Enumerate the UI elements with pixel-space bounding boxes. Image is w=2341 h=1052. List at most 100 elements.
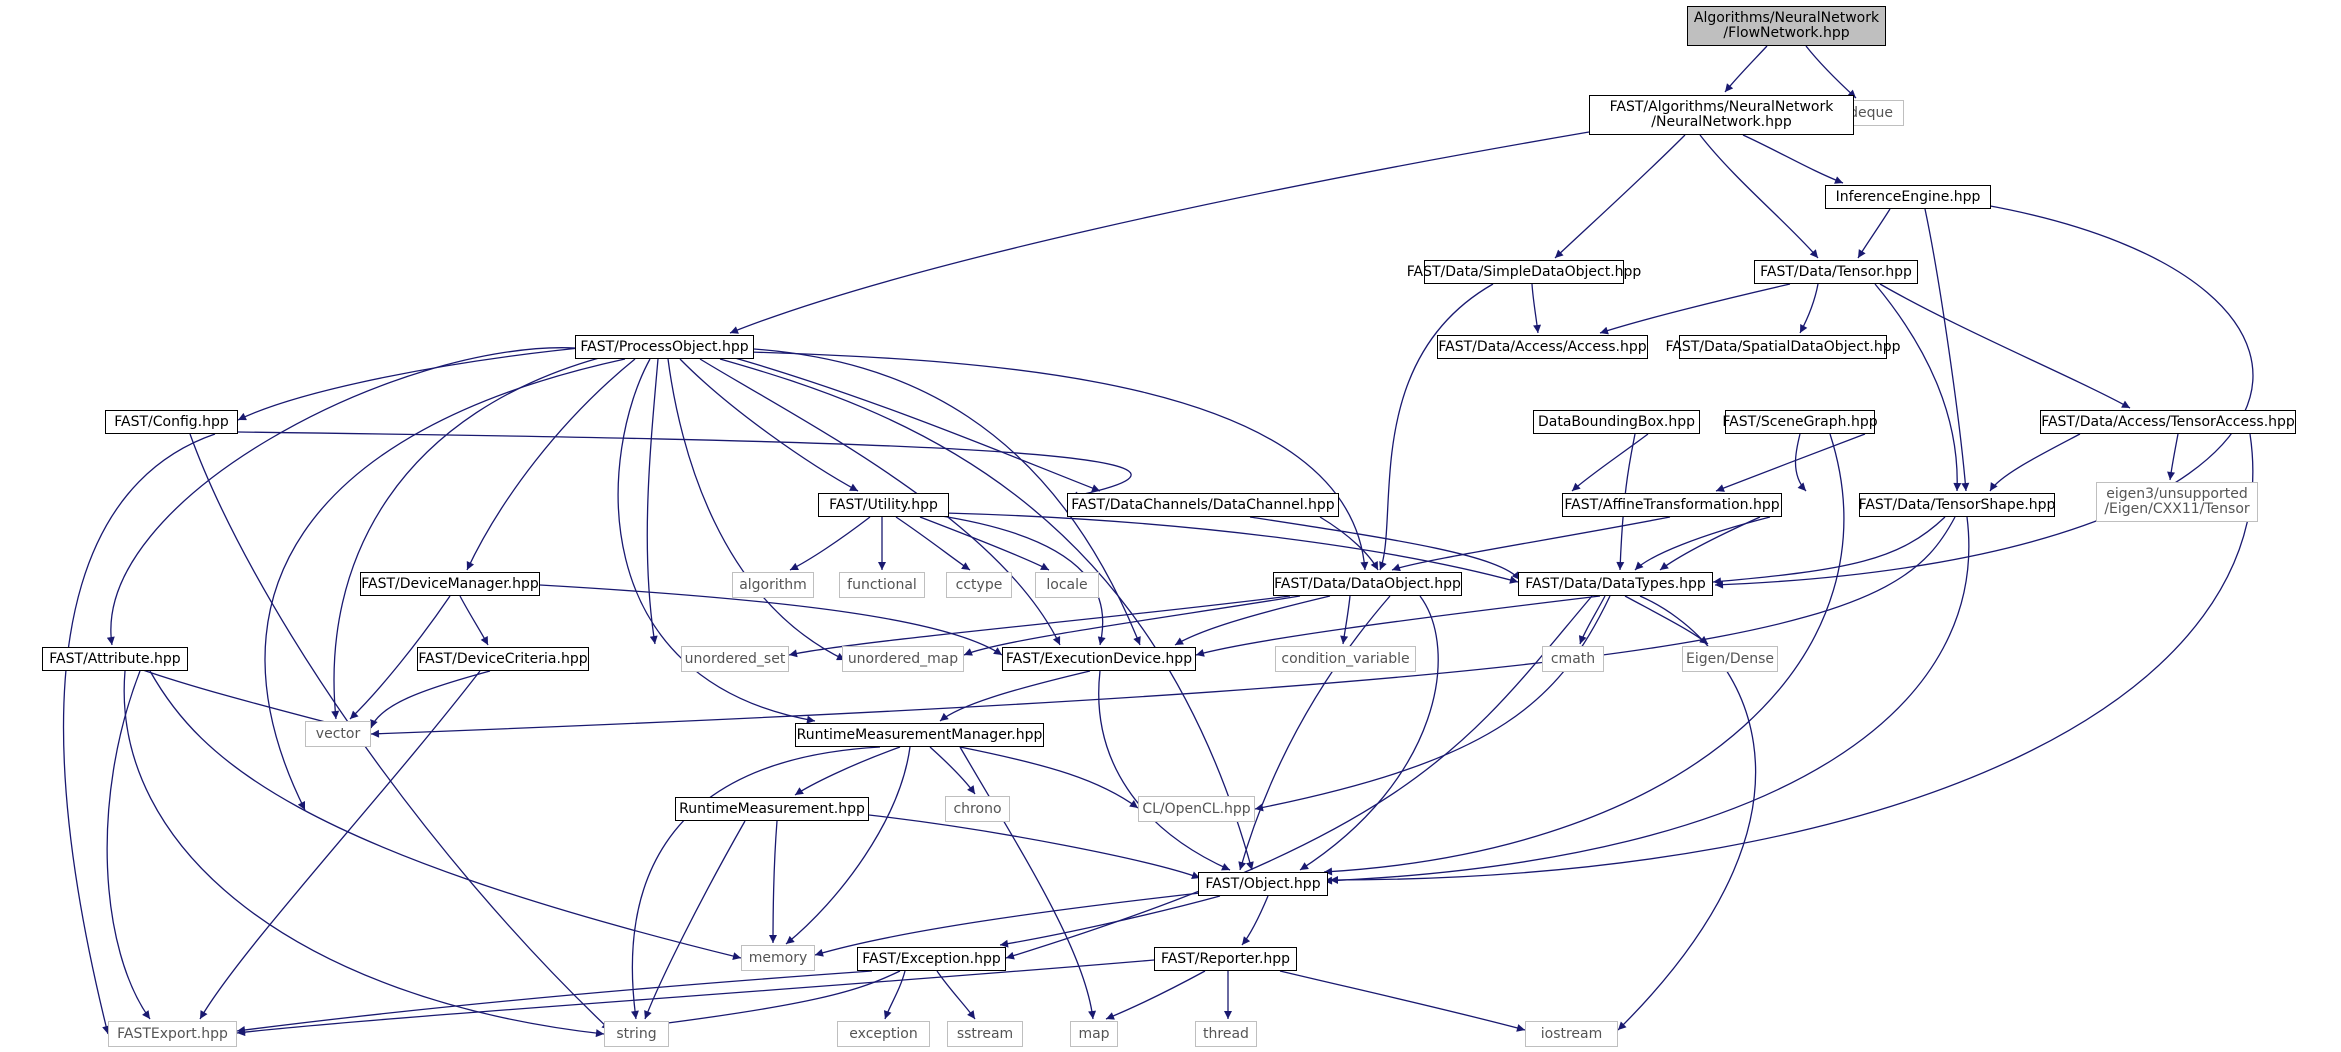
node-simple-data-object[interactable]: FAST/Data/SimpleDataObject.hpp: [1407, 260, 1641, 284]
include-edge: [149, 670, 742, 960]
node-data-bounding-box[interactable]: DataBoundingBox.hpp: [1533, 410, 1700, 434]
node-eigen-tensor: eigen3/unsupported /Eigen/CXX11/Tensor: [2096, 482, 2258, 522]
node-tensor[interactable]: FAST/Data/Tensor.hpp: [1754, 260, 1918, 284]
node-exception: exception: [837, 1021, 930, 1047]
node-fastexport: FASTExport.hpp: [108, 1021, 237, 1047]
node-open-cl: CL/OpenCL.hpp: [1138, 796, 1255, 822]
node-reporter[interactable]: FAST/Reporter.hpp: [1154, 947, 1297, 971]
node-flow-network[interactable]: Algorithms/NeuralNetwork /FlowNetwork.hp…: [1687, 6, 1886, 46]
node-tensor-shape[interactable]: FAST/Data/TensorShape.hpp: [1859, 493, 2055, 517]
include-edge: [1578, 595, 1606, 645]
node-algorithm: algorithm: [732, 572, 814, 598]
include-edge: [699, 358, 1061, 646]
node-utility[interactable]: FAST/Utility.hpp: [818, 493, 949, 517]
include-edge: [1571, 433, 1649, 492]
include-edges: [62, 45, 2254, 1038]
node-data-types[interactable]: FAST/Data/DataTypes.hpp: [1518, 572, 1713, 596]
include-edge: [1323, 516, 1970, 885]
include-edge: [1634, 516, 1771, 571]
include-edge: [1105, 970, 1206, 1020]
include-edge: [1254, 595, 1611, 812]
node-runtime-measurement[interactable]: RuntimeMeasurement.hpp: [675, 797, 869, 821]
include-edge: [1329, 433, 2254, 884]
node-runtime-measurement-manager[interactable]: RuntimeMeasurementManager.hpp: [795, 723, 1044, 747]
include-edge: [1195, 595, 1601, 657]
include-edge: [2167, 433, 2179, 481]
include-edge: [1715, 433, 1866, 492]
node-string: string: [604, 1021, 669, 1047]
include-edge: [1805, 45, 1857, 99]
include-edge: [1241, 895, 1269, 946]
node-data-object[interactable]: FAST/Data/DataObject.hpp: [1273, 572, 1462, 596]
include-edge: [883, 970, 906, 1020]
node-iostream: iostream: [1525, 1021, 1618, 1047]
node-tensor-access[interactable]: FAST/Data/Access/TensorAccess.hpp: [2040, 410, 2296, 434]
include-edge: [936, 970, 976, 1020]
node-map: map: [1070, 1021, 1118, 1047]
node-locale: locale: [1035, 572, 1099, 598]
include-edge: [1323, 433, 1845, 876]
include-edge: [963, 595, 1301, 656]
include-edge: [199, 670, 481, 1020]
node-functional: functional: [839, 572, 925, 598]
include-edge: [617, 358, 816, 724]
include-edge: [1554, 134, 1686, 259]
include-edge: [1249, 516, 1521, 581]
include-edge: [106, 670, 151, 1020]
include-edge: [1616, 433, 1636, 571]
include-edge: [1531, 283, 1542, 334]
node-spatial-data-object[interactable]: FAST/Data/SpatialDataObject.hpp: [1666, 335, 1900, 359]
node-object[interactable]: FAST/Object.hpp: [1198, 872, 1328, 896]
node-neural-network[interactable]: FAST/Algorithms/NeuralNetwork /NeuralNet…: [1589, 95, 1854, 135]
include-edge: [999, 895, 1221, 948]
node-memory: memory: [741, 945, 815, 971]
node-device-criteria[interactable]: FAST/DeviceCriteria.hpp: [417, 647, 589, 671]
node-inference-engine[interactable]: InferenceEngine.hpp: [1825, 185, 1991, 209]
include-edge: [1379, 283, 1494, 571]
include-edge: [959, 746, 1139, 809]
include-edge: [1624, 595, 1709, 645]
include-edge: [788, 595, 1291, 658]
node-device-manager[interactable]: FAST/DeviceManager.hpp: [360, 572, 540, 596]
include-edge: [1391, 516, 1671, 572]
node-affine-transformation[interactable]: FAST/AffineTransformation.hpp: [1562, 493, 1782, 517]
include-edge: [1340, 595, 1351, 645]
include-edge: [667, 358, 846, 661]
node-execution-device[interactable]: FAST/ExecutionDevice.hpp: [1002, 647, 1196, 671]
include-edge: [719, 358, 1254, 871]
node-access[interactable]: FAST/Data/Access/Access.hpp: [1437, 335, 1648, 359]
include-edge: [1174, 595, 1331, 646]
include-edge: [1857, 208, 1891, 259]
include-edge: [789, 516, 871, 571]
include-edge: [331, 354, 611, 720]
include-edge: [679, 358, 859, 492]
include-edge: [1712, 516, 1946, 586]
include-edge: [1874, 283, 1962, 492]
include-edge: [1699, 134, 1819, 259]
include-edge: [236, 959, 1155, 1037]
include-edge: [264, 358, 626, 811]
include-edge: [1794, 433, 1807, 492]
node-data-channel[interactable]: FAST/DataChannels/DataChannel.hpp: [1067, 493, 1339, 517]
node-vector: vector: [305, 721, 371, 747]
node-chrono: chrono: [945, 796, 1010, 822]
include-edge: [769, 820, 778, 944]
include-edge: [466, 358, 636, 571]
include-edge: [944, 512, 1519, 584]
node-scene-graph[interactable]: FAST/SceneGraph.hpp: [1722, 410, 1878, 434]
node-attribute[interactable]: FAST/Attribute.hpp: [42, 647, 188, 671]
include-edge: [459, 595, 489, 646]
include-edge: [895, 516, 971, 571]
include-edge: [1989, 433, 2081, 492]
node-sstream: sstream: [947, 1021, 1023, 1047]
node-config[interactable]: FAST/Config.hpp: [105, 410, 238, 434]
include-edge: [1279, 970, 1526, 1032]
node-exception[interactable]: FAST/Exception.hpp: [857, 947, 1006, 971]
node-process-object[interactable]: FAST/ProcessObject.hpp: [575, 335, 754, 359]
include-edge: [919, 516, 1050, 571]
include-edge: [62, 433, 216, 1035]
include-edge: [1098, 670, 1231, 871]
include-edge: [1879, 283, 2131, 409]
include-edge: [237, 345, 601, 421]
